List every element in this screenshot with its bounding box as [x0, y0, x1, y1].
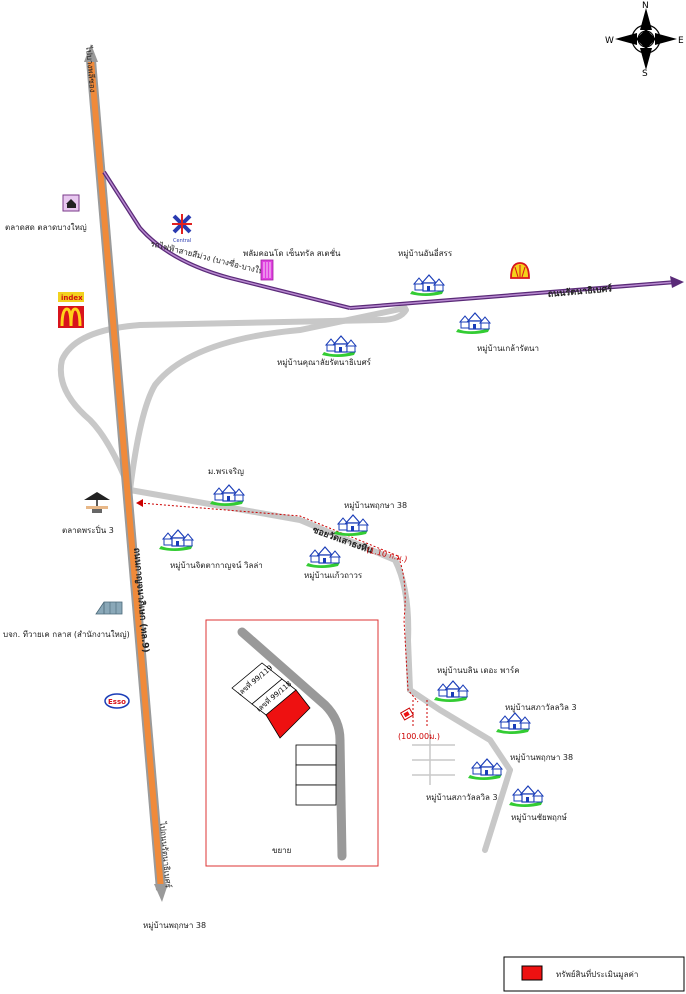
soi-distance-label: (1.10 ก.ม.)	[366, 545, 409, 564]
legend-swatch	[521, 965, 543, 981]
market-prapin-label: ตลาดพระปิ่น 3	[62, 524, 114, 535]
minor-roads	[57, 305, 513, 853]
village-kaewthawon-label: หมู่บ้านแก้วถาวร	[304, 571, 363, 581]
central-logo-text: Central	[173, 238, 191, 244]
central-plaza-label: พลัมคอนโด เซ็นทรัล สเตชั่น	[243, 247, 341, 258]
inset-zoom-label: ขยาย	[272, 846, 291, 855]
compass-w: W	[605, 36, 614, 46]
legend-label: ทรัพย์สินที่ประเมินมูลค่า	[556, 968, 638, 980]
village-house-icon	[433, 680, 469, 703]
fresh-market-icon	[62, 194, 80, 212]
shell-icon	[510, 262, 530, 279]
compass-e: E	[678, 36, 684, 46]
index-logo-icon: index	[58, 292, 84, 302]
arrow-north-icon	[84, 44, 98, 62]
village-house-icon	[333, 514, 369, 537]
village-anshin-label: หมู่บ้านอันอี่สรร	[398, 247, 453, 259]
site-inset: เลขที่ 99/119 เลขที่ 99/118 ขยาย	[205, 619, 379, 867]
village-pruksa38-top-label: หมู่บ้านพฤกษา 38	[344, 501, 407, 511]
village-chitta-label: หมู่บ้านจิตตากาญจน์ วิลล่า	[170, 560, 263, 571]
compass-rose: N S E W	[605, 1, 684, 79]
village-house-icon	[508, 785, 544, 808]
road-north-label: ไปบางพลีซอง	[84, 44, 97, 93]
village-sapawan3-right-label: หมู่บ้านสภาวัลลวิล 3	[505, 703, 577, 713]
village-sapawan3-mid-label: หมู่บ้านสภาวัลลวิล 3	[426, 793, 498, 803]
m-pracharoen-label: ม.พรเจริญ	[208, 467, 244, 476]
village-khunalai-label: หมู่บ้านคุณาลัยรัตนาธิเบศร์	[277, 357, 372, 368]
property-marker-icon	[399, 707, 415, 721]
village-pruksa38-right-label: หมู่บ้านพฤกษา 38	[510, 753, 573, 763]
village-klaorat-label: หมู่บ้านเกล้ารัตนา	[477, 344, 539, 354]
legend: ทรัพย์สินที่ประเมินมูลค่า	[503, 956, 685, 992]
village-bolin-label: หมู่บ้านบลิน เดอะ พาร์ค	[437, 665, 520, 676]
ratanathibet-label: ถนนรัตนาธิเบศร์	[547, 282, 612, 300]
village-house-icon	[321, 335, 357, 358]
village-house-icon	[305, 546, 341, 569]
village-house-icon	[495, 712, 531, 735]
central-logo-icon: Central	[172, 214, 192, 244]
purple-line-railway	[102, 170, 684, 310]
fresh-market-label: ตลาดสด ตลาดบางใหญ่	[5, 223, 87, 232]
company-label: บจก. ทีวายเค กลาส (สำนักงานใหญ่)	[3, 630, 130, 639]
esso-icon: Esso	[104, 693, 130, 709]
compass-s: S	[642, 69, 648, 79]
village-house-icon	[467, 758, 503, 781]
village-chaiprusk-label: หมู่บ้านชัยพฤกษ์	[511, 812, 567, 823]
route-arrow-icon	[136, 499, 143, 507]
subject-property	[265, 689, 311, 739]
village-pruksa38-bottom-label: หมู่บ้านพฤกษา 38	[143, 921, 206, 931]
compass-n: N	[642, 1, 649, 11]
index-logo-text: index	[61, 294, 83, 302]
arrow-east-icon	[670, 276, 684, 288]
subdivision-lines	[412, 730, 455, 785]
village-house-icon	[455, 312, 491, 335]
village-house-icon	[158, 529, 194, 552]
main-road-kanchanaphisek	[84, 44, 168, 902]
market-prapin-icon	[84, 492, 110, 513]
warehouse-icon	[95, 601, 123, 615]
arrow-south-icon	[154, 884, 168, 902]
building-icon	[260, 259, 274, 281]
mcdonalds-icon	[58, 306, 84, 328]
village-house-icon	[409, 274, 445, 297]
village-house-icon	[209, 484, 245, 507]
esso-logo-text: Esso	[108, 698, 126, 706]
access-distance-label: (100.00ม.)	[398, 732, 440, 741]
